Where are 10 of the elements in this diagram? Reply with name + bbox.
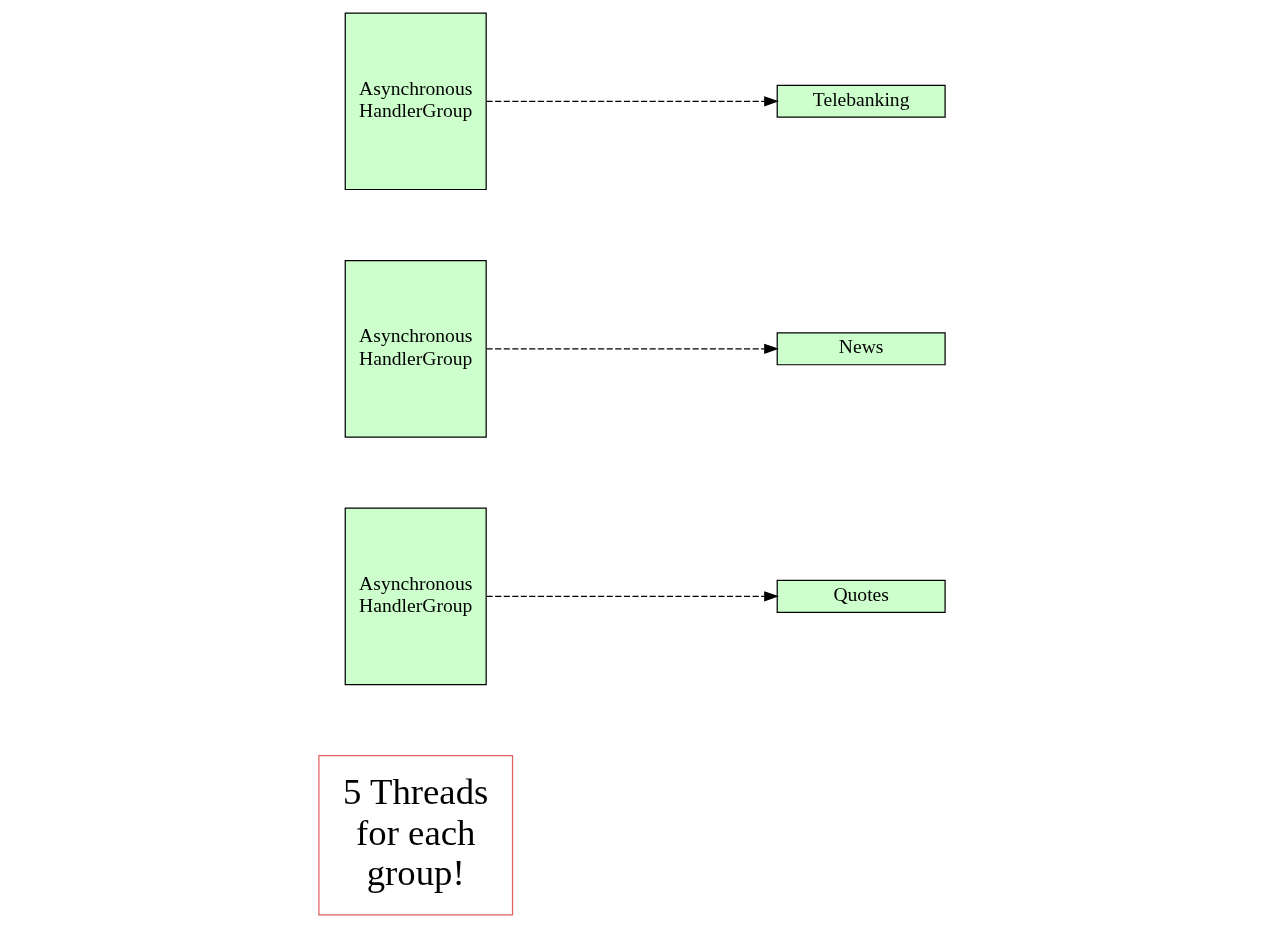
node-box: 5 Threads for each group! bbox=[318, 755, 514, 916]
node-box: News bbox=[776, 332, 946, 366]
arrow bbox=[486, 96, 779, 107]
node-box: Asynchronous HandlerGroup bbox=[344, 259, 487, 438]
arrow bbox=[486, 343, 779, 354]
node-box: Quotes bbox=[776, 579, 946, 613]
node-box: Asynchronous HandlerGroup bbox=[344, 507, 487, 686]
node-box: Asynchronous HandlerGroup bbox=[344, 12, 487, 191]
arrow bbox=[486, 591, 779, 602]
node-box: Telebanking bbox=[776, 84, 946, 118]
